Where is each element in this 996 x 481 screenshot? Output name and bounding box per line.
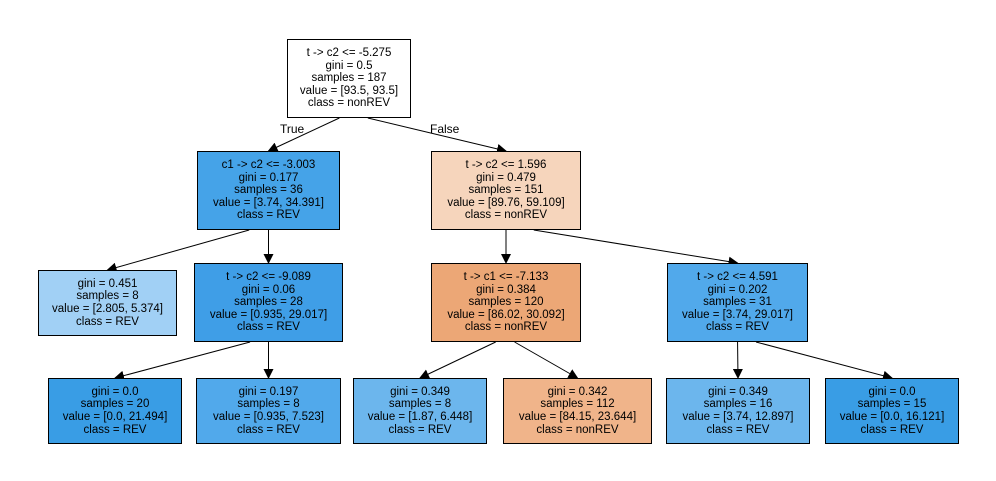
node-line: class = REV xyxy=(83,423,147,436)
node-line: class = REV xyxy=(706,321,769,334)
edge-n2-n6 xyxy=(533,229,739,267)
node-line: samples = 151 xyxy=(468,184,544,197)
node-line: samples = 8 xyxy=(388,398,452,411)
node-line: value = [0.0, 21.494] xyxy=(62,411,168,423)
edge-n5-n9 xyxy=(419,341,496,379)
node-line: samples = 16 xyxy=(703,398,773,411)
edge-n1-n3 xyxy=(106,229,250,273)
node-line: value = [0.935, 7.523] xyxy=(213,411,324,423)
node-line: samples = 20 xyxy=(80,398,150,411)
node-line: class = REV xyxy=(860,423,924,436)
node-line: value = [3.74, 34.391] xyxy=(213,196,324,209)
node-line: gini = 0.349 xyxy=(708,385,768,398)
node-line: class = nonREV xyxy=(464,321,548,334)
node-line: value = [86.02, 30.092] xyxy=(447,308,565,321)
node-line: t -> c2 <= 1.596 xyxy=(465,159,547,172)
node-line: samples = 28 xyxy=(234,296,303,309)
node-line: class = REV xyxy=(76,315,139,328)
node-line: value = [0.0, 16.121] xyxy=(839,411,945,423)
node-line: class = nonREV xyxy=(536,423,619,436)
node-line: value = [84.15, 23.644] xyxy=(518,411,637,423)
node-line: t -> c2 <= -9.089 xyxy=(226,271,311,284)
node-line: class = REV xyxy=(388,423,452,436)
node-line: gini = 0.342 xyxy=(547,385,608,398)
node-line: value = [89.76, 59.109] xyxy=(447,196,565,209)
node-line: t -> c2 <= -5.275 xyxy=(306,47,392,60)
node-line: class = REV xyxy=(237,321,300,334)
node-line: samples = 187 xyxy=(311,72,387,85)
node-line: gini = 0.384 xyxy=(476,283,536,296)
node-line: gini = 0.479 xyxy=(476,171,536,184)
node-line: value = [1.87, 6.448] xyxy=(367,411,473,423)
node-line: gini = 0.451 xyxy=(77,277,138,290)
node-line: value = [3.74, 29.017] xyxy=(682,308,793,321)
node-line: t -> c2 <= 4.591 xyxy=(697,271,778,284)
node-line: value = [93.5, 93.5] xyxy=(299,84,399,97)
node-line: value = [2.805, 5.374] xyxy=(52,303,163,315)
node-line: class = REV xyxy=(237,423,300,436)
edge-n4-n7 xyxy=(114,341,251,381)
node-line: samples = 8 xyxy=(76,290,139,303)
node-line: value = [3.74, 12.897] xyxy=(682,411,794,423)
node-line: t -> c1 <= -7.133 xyxy=(463,271,549,284)
node-line: samples = 15 xyxy=(857,398,927,411)
edge-n0-n2 xyxy=(367,117,507,154)
node-line: c1 -> c2 <= -3.003 xyxy=(221,159,316,172)
node-line: samples = 120 xyxy=(468,296,544,309)
edge-n0-n1 xyxy=(267,117,340,152)
node-line: gini = 0.06 xyxy=(241,283,296,296)
node-line: gini = 0.202 xyxy=(707,283,768,296)
node-line: class = REV xyxy=(706,423,770,436)
node-line: gini = 0.5 xyxy=(325,59,373,72)
node-line: samples = 36 xyxy=(234,184,303,197)
node-line: gini = 0.197 xyxy=(238,385,299,398)
edge-label-true: True xyxy=(280,122,305,136)
node-line: samples = 31 xyxy=(703,296,772,309)
node-line: gini = 0.0 xyxy=(868,385,916,398)
node-line: class = nonREV xyxy=(464,209,548,222)
edge-n5-n10 xyxy=(514,341,579,379)
edge-n6-n12 xyxy=(755,341,893,381)
node-line: class = REV xyxy=(237,209,300,222)
node-line: samples = 8 xyxy=(237,398,300,411)
node-line: value = [0.935, 29.017] xyxy=(209,308,328,321)
node-line: gini = 0.0 xyxy=(91,385,139,398)
edge-label-false: False xyxy=(430,122,460,136)
node-line: class = nonREV xyxy=(307,97,391,110)
node-line: samples = 112 xyxy=(540,398,615,411)
node-line: gini = 0.177 xyxy=(238,171,299,184)
node-line: gini = 0.349 xyxy=(390,385,450,398)
